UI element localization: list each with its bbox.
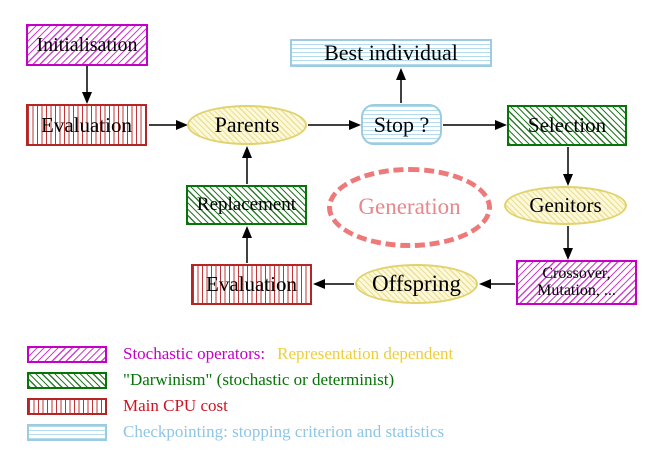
node-evaluation-bottom: Evaluation: [191, 264, 312, 305]
node-crossover-line2: Mutation, ...: [537, 281, 616, 299]
node-genitors: Genitors: [504, 186, 627, 225]
legend-row-checkpointing: Checkpointing: stopping criterion and st…: [27, 422, 444, 442]
legend-row-main-cpu-cost: Main CPU cost: [27, 396, 228, 416]
node-evaluation-top: Evaluation: [26, 104, 147, 146]
node-replacement: Replacement: [186, 185, 307, 225]
node-parents: Parents: [187, 105, 307, 145]
legend-swatch-green-hatch: [27, 371, 107, 389]
node-genitors-label: Genitors: [529, 193, 602, 218]
legend-swatch-magenta-hatch: [27, 345, 107, 363]
legend-label-representation-dependent: Representation dependent: [277, 344, 454, 363]
arrow-parents-to-stop: [308, 120, 361, 130]
legend-label-checkpointing: Checkpointing: stopping criterion and st…: [123, 422, 445, 441]
node-stop-label: Stop ?: [373, 111, 430, 137]
node-evaluation-top-label: Evaluation: [41, 112, 132, 137]
arrow-evaluation-to-parents: [149, 120, 188, 130]
node-best-individual-label: Best individual: [324, 40, 458, 66]
node-best-individual: Best individual: [290, 39, 492, 67]
arrow-crossover-to-offspring: [479, 279, 515, 289]
legend-label-main-cpu-cost: Main CPU cost: [123, 396, 228, 415]
legend-swatch-red-stripes: [27, 397, 107, 415]
node-stop: Stop ?: [361, 104, 442, 145]
arrow-genitors-to-crossover: [563, 226, 573, 260]
node-generation: Generation: [327, 167, 492, 248]
arrow-initialisation-to-evaluation: [82, 66, 92, 104]
legend-swatch-cyan-stripes: [27, 423, 107, 441]
arrow-evaluation-to-replacement: [242, 226, 252, 263]
arrow-offspring-to-evaluation: [313, 279, 354, 289]
legend-row-stochastic-operators: Stochastic operators: Representation dep…: [27, 344, 453, 364]
legend-row-darwinism: "Darwinism" (stochastic or determinist): [27, 370, 394, 390]
node-parents-label: Parents: [214, 112, 280, 138]
node-selection: Selection: [507, 105, 627, 146]
node-initialisation-label: Initialisation: [36, 33, 138, 56]
node-generation-label: Generation: [358, 194, 461, 220]
node-crossover-mutation: Crossover, Mutation, ...: [516, 260, 637, 305]
node-offspring-label: Offspring: [371, 270, 461, 296]
arrow-stop-to-selection: [443, 120, 507, 130]
node-evaluation-bottom-label: Evaluation: [206, 272, 297, 297]
node-offspring: Offspring: [355, 264, 478, 304]
arrow-stop-to-best-individual: [396, 68, 406, 103]
node-initialisation: Initialisation: [26, 24, 148, 66]
legend-label-darwinism: "Darwinism" (stochastic or determinist): [123, 370, 395, 389]
node-selection-label: Selection: [527, 113, 607, 138]
arrow-selection-to-genitors: [563, 147, 573, 186]
node-replacement-label: Replacement: [196, 194, 297, 216]
legend-label-stochastic-operators: Stochastic operators:: [123, 344, 266, 363]
arrow-replacement-to-parents: [242, 146, 252, 184]
node-crossover-line1: Crossover,: [542, 264, 611, 282]
